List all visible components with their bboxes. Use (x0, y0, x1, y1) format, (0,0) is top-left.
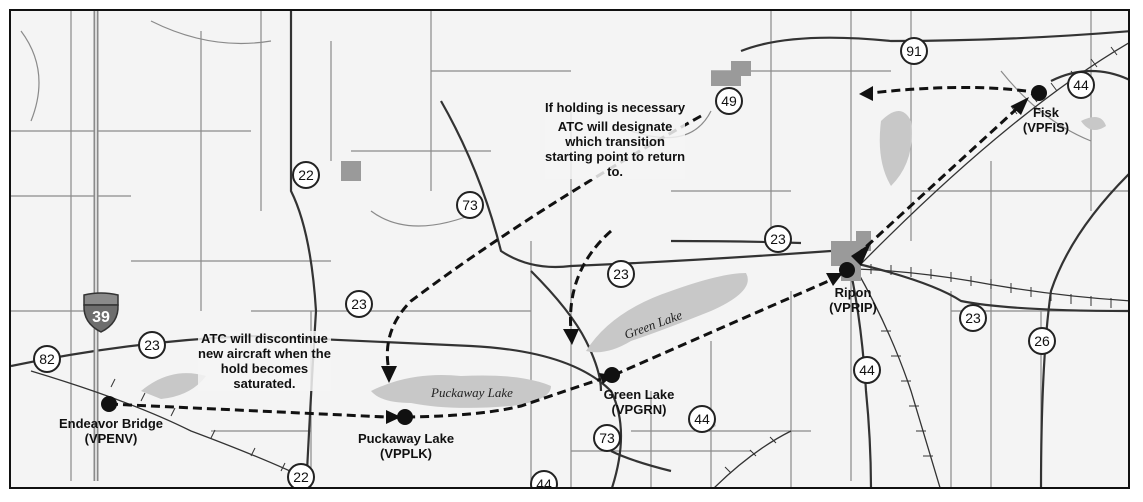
route-shield-73-south: 73 (593, 424, 621, 452)
route-fisk-return (870, 85, 1027, 95)
route-greenlake-hold (569, 229, 612, 332)
route-greenlake-ripon (613, 277, 834, 377)
map-frame: 39 91 44 49 22 73 23 23 23 23 23 82 26 4… (9, 9, 1130, 489)
flight-routes (108, 85, 1027, 419)
route-shield-44-fisk: 44 (1067, 71, 1095, 99)
route-shield-23-west: 23 (345, 290, 373, 318)
route-puckaway-greenlake (405, 377, 602, 419)
waypoint-dot-greenlake (604, 367, 620, 383)
green-lake-water (586, 273, 748, 353)
waypoint-dot-fisk (1031, 85, 1047, 101)
waypoint-label-greenlake: Green Lake (VPGRN) (603, 387, 675, 417)
route-shield-23-east: 23 (959, 304, 987, 332)
route-shield-23-ripon: 23 (764, 225, 792, 253)
route-shield-26: 26 (1028, 327, 1056, 355)
waypoint-label-endeavor: Endeavor Bridge (VPENV) (58, 416, 164, 446)
route-shield-44-south: 44 (530, 470, 558, 487)
waypoint-label-fisk: Fisk (VPFIS) (1022, 105, 1070, 135)
arrowheads (381, 86, 1029, 424)
waypoint-label-ripon: Ripon (VPRIP) (829, 285, 877, 315)
route-shield-44-greenlake: 44 (688, 405, 716, 433)
puckaway-lake-water (371, 375, 551, 408)
interstate-number: 39 (92, 309, 110, 326)
waypoint-dots (101, 85, 1047, 425)
map-canvas (11, 11, 1128, 487)
route-shield-23-endeavor: 23 (138, 331, 166, 359)
route-endeavor-puckaway (108, 402, 387, 419)
route-shield-73-north: 73 (456, 191, 484, 219)
route-shield-91: 91 (900, 37, 928, 65)
interstate-shield-icon: 39 (81, 291, 121, 333)
waypoint-dot-puckaway (397, 409, 413, 425)
route-ripon-fisk (854, 101, 1025, 258)
puckaway-lake-label: Puckaway Lake (431, 385, 513, 400)
route-shield-82: 82 (33, 345, 61, 373)
discontinue-note: ATC will discontinue new aircraft when t… (198, 331, 331, 391)
route-shield-23-center: 23 (607, 260, 635, 288)
route-shield-22-south: 22 (287, 463, 315, 487)
route-shield-22-north: 22 (292, 161, 320, 189)
railroad-ticks (110, 46, 1118, 474)
route-shield-49: 49 (715, 87, 743, 115)
waypoint-dot-endeavor (101, 396, 117, 412)
waypoint-label-puckaway: Puckaway Lake (VPPLK) (357, 431, 455, 461)
route-shield-44-ripon: 44 (853, 356, 881, 384)
waypoint-dot-ripon (839, 262, 855, 278)
holding-note: If holding is necessary ATC will designa… (545, 100, 686, 179)
